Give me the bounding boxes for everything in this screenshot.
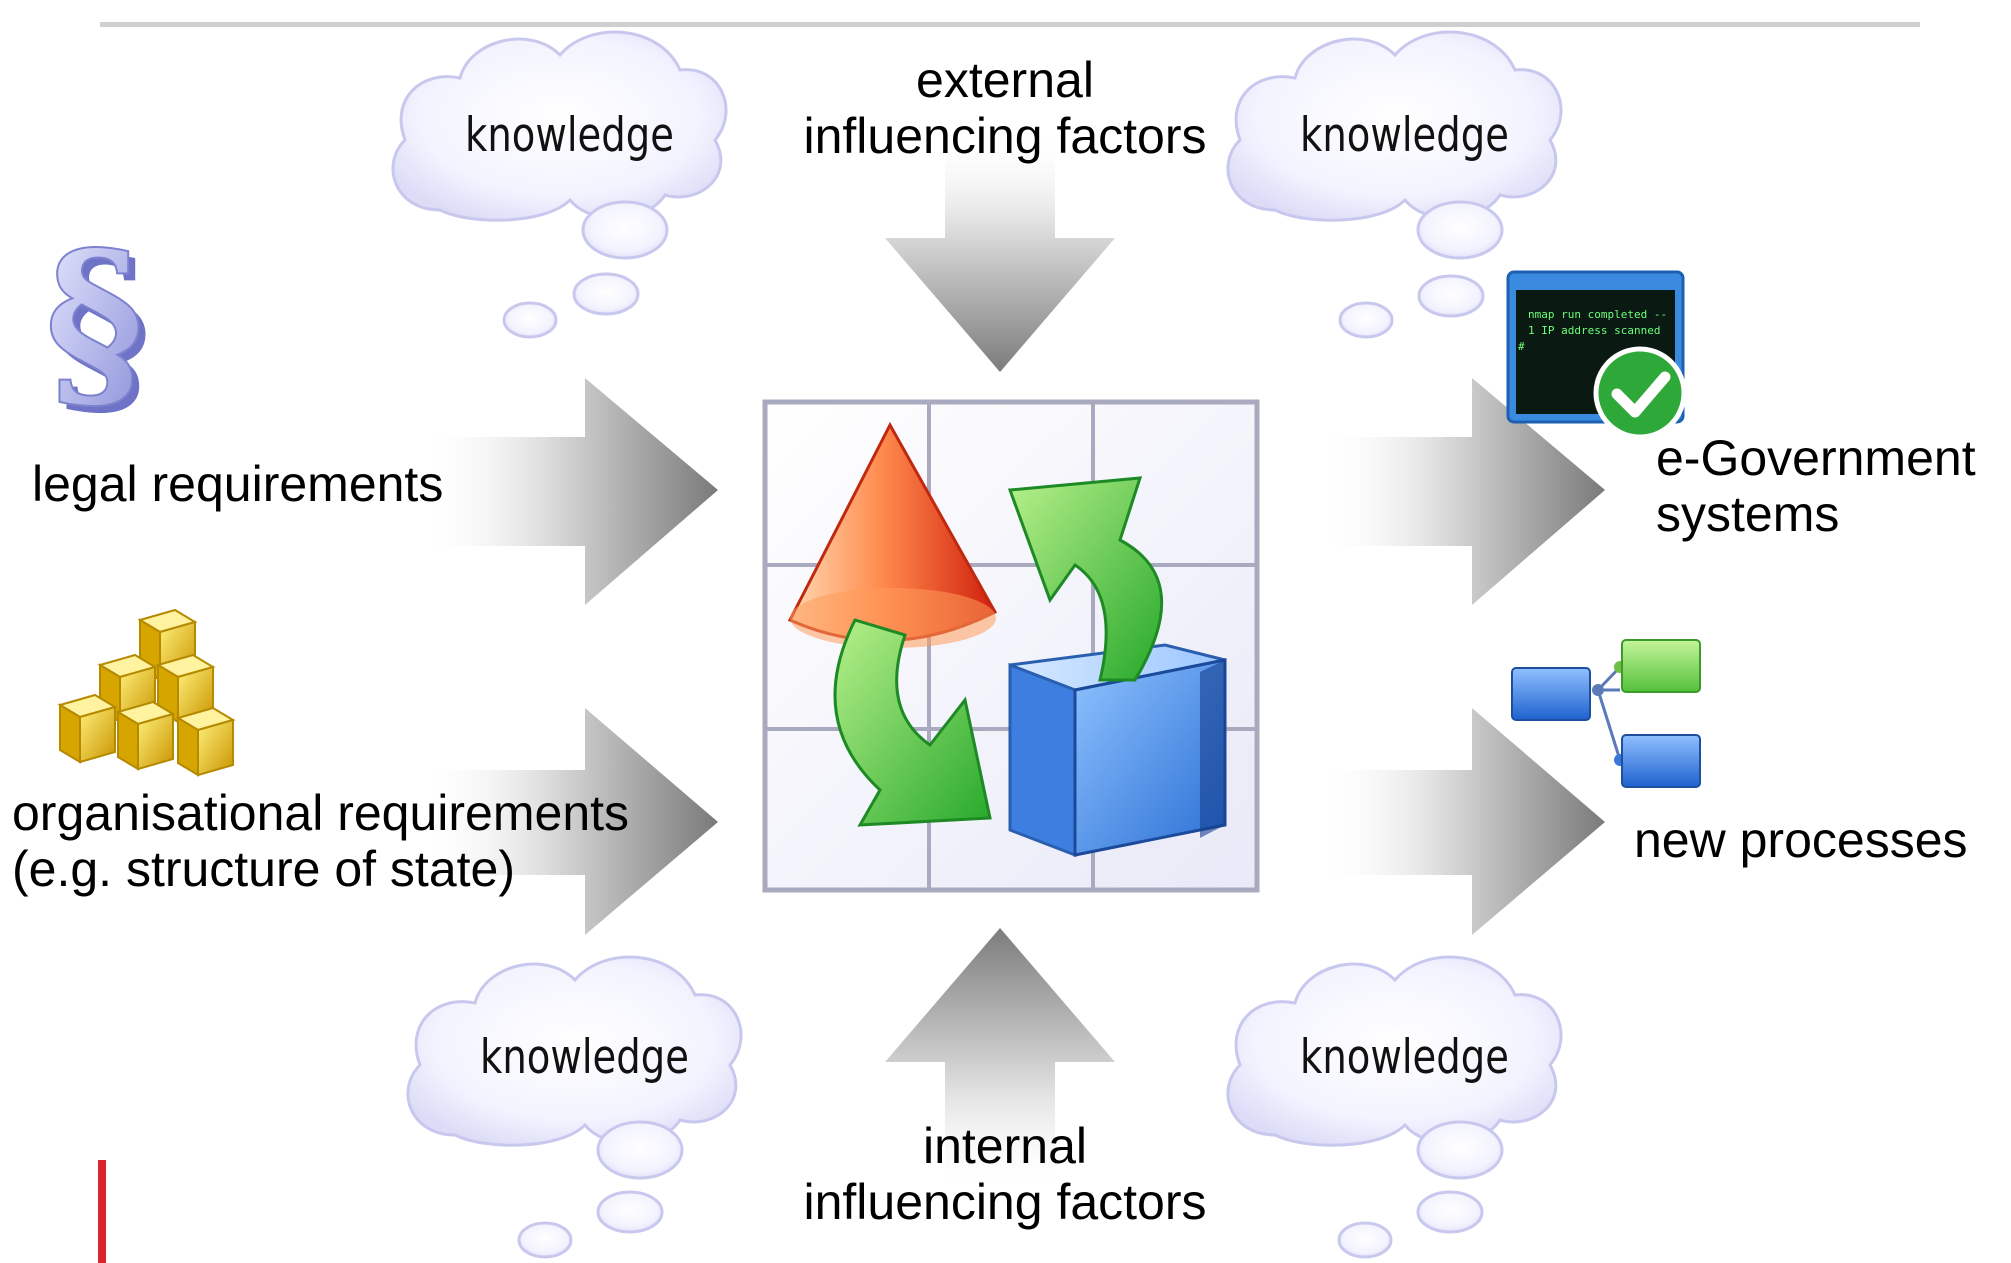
legal-requirements-label: legal requirements	[32, 456, 444, 512]
cloud-bottom-right-shape	[1226, 955, 1563, 1259]
arrow-organisational-right	[420, 708, 718, 935]
cloud-top-left-shape	[391, 30, 728, 339]
new-processes-label: new processes	[1634, 812, 1968, 868]
cloud-bottom-left-shape	[406, 955, 743, 1259]
terminal-line-2: 1 IP address scanned	[1528, 324, 1660, 337]
internal-line-1: internal	[923, 1118, 1087, 1174]
top-rule	[100, 22, 1920, 27]
arrow-egov-right	[1320, 378, 1605, 605]
external-factors-label: external influencing factors	[770, 52, 1240, 164]
external-line-2: influencing factors	[803, 108, 1207, 164]
process-flow-icon	[1511, 639, 1701, 788]
organisational-requirements-label: organisational requirements (e.g. struct…	[12, 785, 629, 897]
egov-line-1: e-Government	[1656, 430, 1976, 486]
cloud-knowledge-bottom-right: knowledge	[1300, 1030, 1509, 1085]
organisational-line-2: (e.g. structure of state)	[12, 841, 515, 897]
gold-blocks-icon	[57, 608, 236, 777]
terminal-check-icon: nmap run completed -- 1 IP address scann…	[1506, 270, 1687, 440]
arrow-processes-right	[1320, 708, 1605, 935]
svg-text:§: §	[52, 217, 151, 440]
cloud-top-right-shape	[1226, 30, 1563, 339]
arrow-internal-up	[885, 928, 1115, 1195]
internal-line-2: influencing factors	[803, 1174, 1207, 1230]
arrow-external-down	[885, 130, 1115, 372]
external-line-1: external	[916, 52, 1094, 108]
egov-line-2: systems	[1656, 486, 1840, 542]
terminal-line-1: nmap run completed --	[1528, 308, 1667, 321]
paragraph-section-icon: § §	[44, 209, 151, 440]
terminal-line-3: #	[1518, 340, 1525, 353]
modeling-grid-icon	[762, 399, 1260, 893]
cloud-knowledge-top-left: knowledge	[465, 108, 674, 163]
svg-text:§: §	[45, 210, 144, 433]
internal-factors-label: internal influencing factors	[770, 1118, 1240, 1230]
arrow-legal-right	[420, 378, 718, 605]
cloud-knowledge-bottom-left: knowledge	[480, 1030, 689, 1085]
egov-systems-label: e-Government systems	[1656, 430, 1976, 542]
cloud-knowledge-top-right: knowledge	[1300, 108, 1509, 163]
accent-bar	[98, 1160, 106, 1263]
organisational-line-1: organisational requirements	[12, 785, 630, 841]
